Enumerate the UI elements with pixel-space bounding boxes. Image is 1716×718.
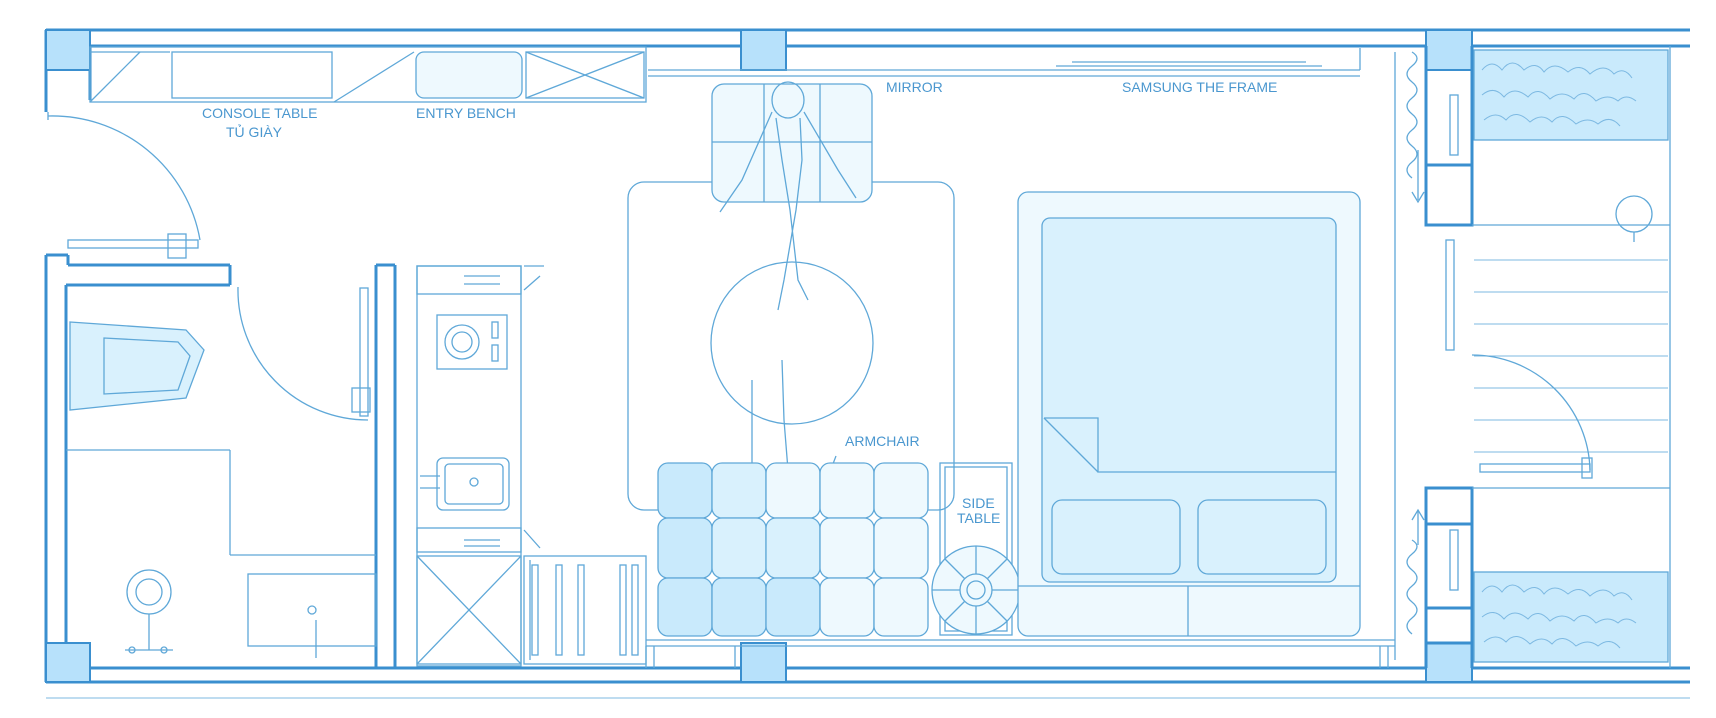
area-rug [627, 181, 955, 511]
label-console-table: CONSOLE TABLE [202, 105, 317, 121]
entry-cabinets [89, 46, 647, 103]
balcony-decking [1474, 195, 1668, 453]
sofa [657, 462, 929, 637]
bed [1017, 191, 1361, 637]
curtain-bottom [1406, 508, 1425, 635]
structural-columns [45, 29, 1473, 683]
entry-door [44, 100, 230, 267]
bathroom-fixtures [66, 321, 377, 658]
planter-bottom [1473, 571, 1669, 663]
bathroom-door [237, 286, 371, 421]
mirror-and-frame-wall [648, 48, 1396, 660]
stool [931, 545, 1021, 635]
label-mirror: MIRROR [886, 79, 943, 95]
label-armchair: ARMCHAIR [845, 433, 920, 449]
planter-top [1473, 49, 1669, 141]
ottoman [711, 83, 873, 203]
coffee-table [710, 261, 874, 425]
label-side-table-1: SIDE [962, 495, 995, 511]
wardrobe [523, 555, 647, 665]
balcony-door [1445, 94, 1593, 591]
label-tu-giay: TỦ GIÀY [226, 123, 283, 140]
label-samsung-the-frame: SAMSUNG THE FRAME [1122, 79, 1277, 95]
curtain-top [1406, 51, 1425, 204]
person-standing-top [719, 81, 857, 311]
exterior-walls [44, 28, 1690, 684]
kitchenette [416, 265, 544, 667]
label-entry-bench: ENTRY BENCH [416, 105, 516, 121]
baseboard [645, 639, 1395, 668]
label-side-table-2: TABLE [957, 510, 1000, 526]
balcony-wall [1424, 46, 1671, 668]
